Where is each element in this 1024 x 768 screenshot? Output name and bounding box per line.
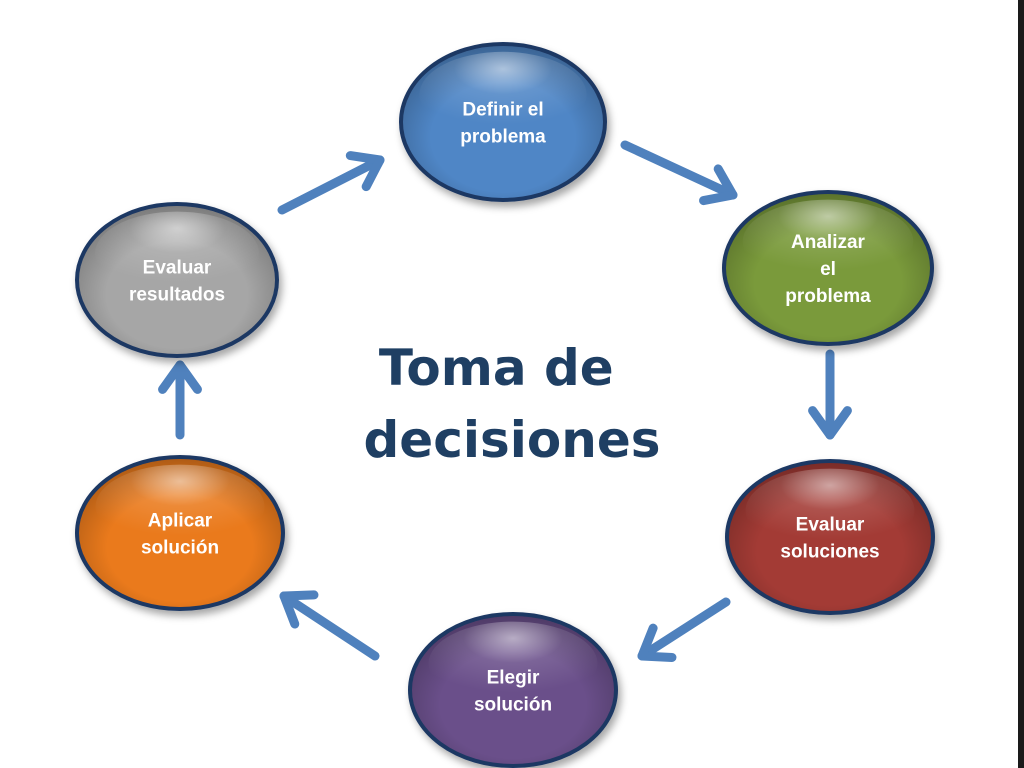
node-elegir-label-line: Elegir <box>487 668 540 689</box>
arrow-2-head-2 <box>699 190 738 206</box>
arrow-6-head-2 <box>175 360 202 394</box>
arrow-3-head-2 <box>808 406 835 440</box>
node-aplicar-label: Aplicar solución <box>141 511 219 559</box>
arrow-4-head-2 <box>637 623 658 661</box>
node-analizar-label-line: el <box>820 259 836 280</box>
arrow-5-head-2 <box>279 590 319 601</box>
node-elegir: Elegir solución <box>408 612 618 768</box>
node-analizar-gloss <box>742 199 914 284</box>
node-evaluar-soluciones-label-line: Evaluar <box>796 515 865 536</box>
node-evaluar-resultados-label-line: Evaluar <box>143 258 212 279</box>
center-title-line-2: decisiones <box>364 411 661 469</box>
arrow-4-head-1 <box>637 651 677 662</box>
arrow-1-head-1 <box>345 151 385 165</box>
node-aplicar-gloss <box>95 464 265 549</box>
node-evaluar-soluciones: Evaluar soluciones <box>725 459 935 615</box>
node-evaluar-soluciones-gloss <box>745 468 915 553</box>
node-definir-gloss <box>419 51 587 138</box>
arrow-1-head-2 <box>361 155 385 192</box>
node-definir: Definir el problema <box>399 42 607 202</box>
node-analizar-label: Analizar el problema <box>785 232 871 307</box>
node-aplicar-label-line: solución <box>141 538 219 559</box>
node-elegir-label: Elegir solución <box>474 668 552 716</box>
node-evaluar-resultados: Evaluar resultados <box>75 202 279 358</box>
arrow-2-shaft <box>620 140 734 198</box>
center-title-line-1: Toma de <box>379 339 614 397</box>
node-definir-label-line: problema <box>460 127 546 148</box>
arrow-4-shaft <box>640 597 731 659</box>
center-title: Toma de decisiones <box>364 339 661 469</box>
node-evaluar-resultados-gloss <box>95 211 259 296</box>
node-elegir-label-line: solución <box>474 695 552 716</box>
arrow-2-head-1 <box>713 164 738 200</box>
right-edge-bar <box>1018 0 1024 768</box>
arrow-6-head-1 <box>158 360 185 394</box>
node-analizar-label-line: problema <box>785 286 871 307</box>
node-evaluar-soluciones-label-line: soluciones <box>780 542 879 563</box>
arrow-1-shaft <box>277 157 381 215</box>
node-analizar-label-line: Analizar <box>791 232 866 253</box>
node-definir-label: Definir el problema <box>460 100 546 148</box>
node-analizar: Analizar el problema <box>722 190 934 346</box>
arrow-5-head-1 <box>279 591 300 629</box>
node-evaluar-resultados-label: Evaluar resultados <box>129 258 225 306</box>
cycle-arrows <box>158 140 852 662</box>
node-evaluar-resultados-label-line: resultados <box>129 285 225 306</box>
arrow-5-shaft <box>282 593 380 661</box>
node-definir-label-line: Definir el <box>462 100 543 121</box>
node-elegir-gloss <box>428 621 598 706</box>
arrow-3-head-1 <box>825 406 852 440</box>
node-aplicar: Aplicar solución <box>75 455 285 611</box>
node-evaluar-soluciones-label: Evaluar soluciones <box>780 515 879 563</box>
node-aplicar-label-line: Aplicar <box>148 511 213 532</box>
